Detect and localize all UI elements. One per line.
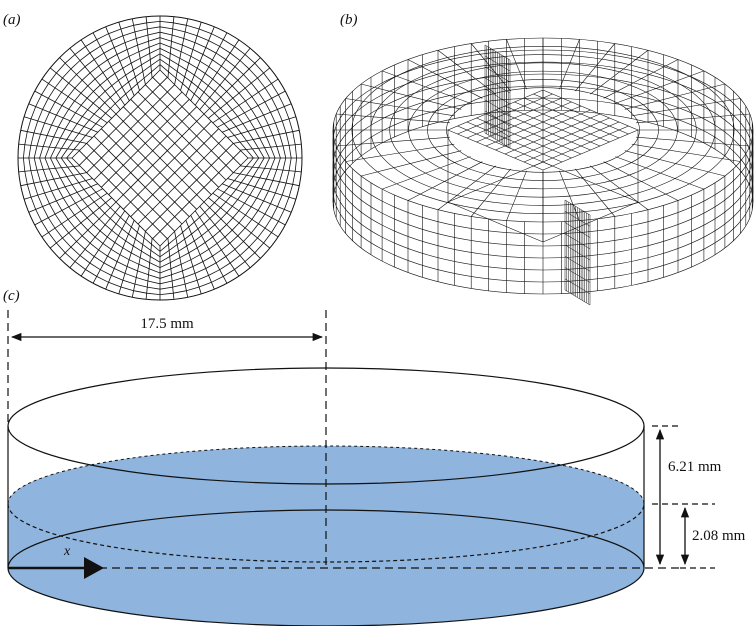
fluid-height-label: 2.08 mm [692,528,746,544]
mesh-2d-top-view [17,15,303,301]
radius-dimension-label: 17.5 mm [140,316,194,332]
fluid-surface [8,446,644,562]
panel-label-a: (a) [3,12,21,28]
panel-label-b: (b) [340,12,358,28]
mesh-3d-perspective [332,37,754,306]
cylinder-schematic: 17.5 mm x 6.21 mm 2.08 mm [7,310,746,626]
cylinder-bottom-front [7,567,645,626]
panel-label-c: (c) [3,288,20,304]
x-axis-arrowhead [84,557,104,579]
x-axis-label: x [63,544,71,559]
total-height-label: 6.21 mm [668,459,722,475]
